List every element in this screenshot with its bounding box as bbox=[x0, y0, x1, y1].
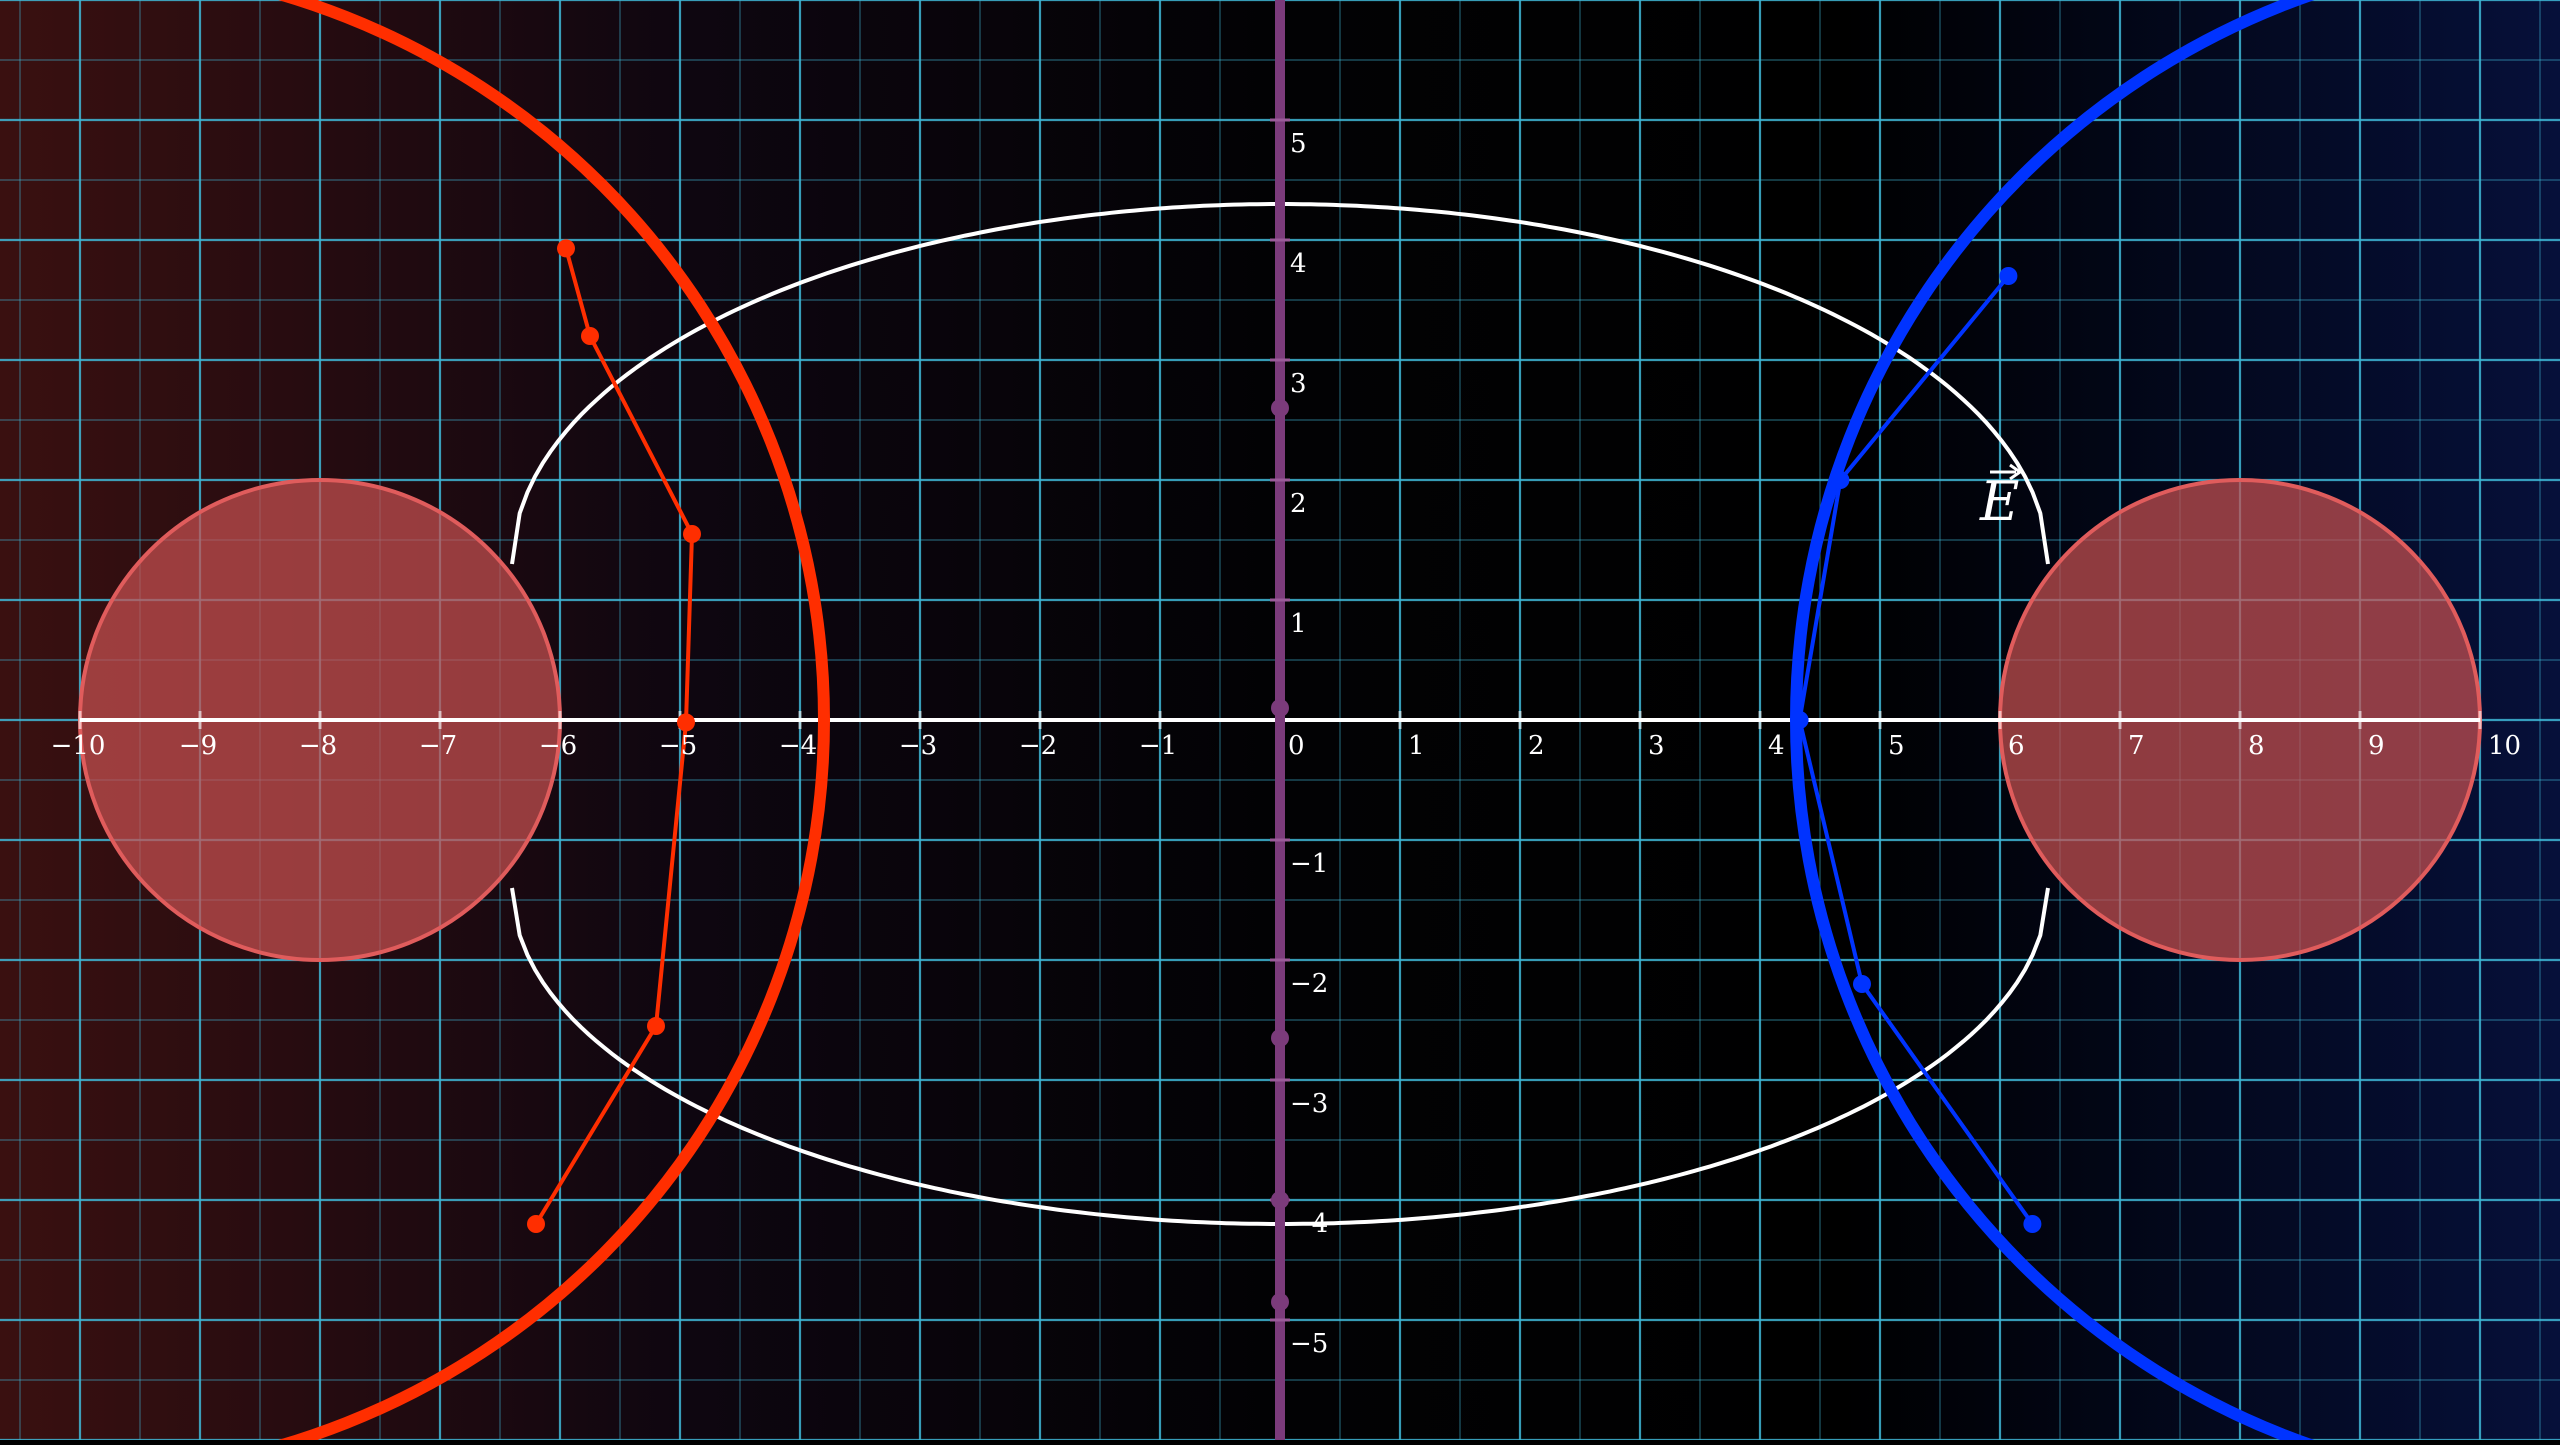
vector-arrow-icon bbox=[1990, 463, 2023, 481]
y-tick-label: 1 bbox=[1290, 609, 1307, 639]
field-label-text: E bbox=[1979, 470, 2019, 533]
y-tick-label: −3 bbox=[1290, 1089, 1328, 1119]
x-tick-label: −4 bbox=[779, 731, 817, 761]
x-tick-label: −2 bbox=[1019, 731, 1057, 761]
y-axis-point bbox=[1271, 1191, 1289, 1209]
x-tick-label: 4 bbox=[1768, 731, 1785, 761]
x-tick-label: −1 bbox=[1139, 731, 1177, 761]
x-tick-label: 5 bbox=[1888, 731, 1905, 761]
right-curve-point bbox=[2023, 1215, 2042, 1233]
x-tick-label: 1 bbox=[1408, 731, 1425, 761]
right-curve-point bbox=[1853, 975, 1871, 993]
y-axis-point bbox=[1271, 399, 1289, 417]
y-tick-label: −2 bbox=[1290, 969, 1328, 999]
left-curve-point bbox=[677, 713, 695, 732]
y-axis-point bbox=[1271, 699, 1289, 717]
y-tick-label: 3 bbox=[1290, 369, 1307, 399]
x-tick-label: −10 bbox=[51, 731, 106, 761]
left-curve-point bbox=[683, 525, 701, 543]
marked-points bbox=[527, 239, 2042, 1233]
left-wave-curve bbox=[259, 0, 830, 1445]
x-tick-label: 6 bbox=[2008, 731, 2025, 761]
left-point-path bbox=[534, 247, 695, 1226]
left-curve-point bbox=[647, 1017, 665, 1035]
y-tick-label: 5 bbox=[1290, 129, 1307, 159]
x-tick-label: −5 bbox=[659, 731, 697, 761]
y-tick-label: 2 bbox=[1290, 489, 1307, 519]
right-curve-point bbox=[1831, 471, 1850, 489]
left-curve-point bbox=[557, 239, 575, 258]
x-tick-label: −9 bbox=[179, 731, 217, 761]
y-tick-label: −5 bbox=[1290, 1329, 1328, 1359]
x-tick-label: −3 bbox=[899, 731, 937, 761]
left-curve-point bbox=[581, 327, 599, 345]
y-tick-label: −4 bbox=[1290, 1209, 1328, 1239]
y-axis-point bbox=[1271, 1029, 1289, 1047]
x-tick-label: 9 bbox=[2368, 731, 2385, 761]
right-curve-point bbox=[1790, 711, 1809, 729]
right-curve-point bbox=[1999, 267, 2018, 285]
y-axis-point bbox=[1271, 1293, 1289, 1311]
x-tick-label: −6 bbox=[539, 731, 577, 761]
x-tick-label: 8 bbox=[2248, 731, 2265, 761]
left-curve-point bbox=[527, 1215, 545, 1233]
field-label: E bbox=[1979, 463, 2023, 533]
x-tick-label: 7 bbox=[2128, 731, 2145, 761]
y-tick-label: −1 bbox=[1290, 849, 1328, 879]
x-tick-label: −7 bbox=[419, 731, 457, 761]
x-tick-label: 10 bbox=[2488, 731, 2521, 761]
x-tick-label: 3 bbox=[1648, 731, 1665, 761]
x-tick-label: 2 bbox=[1528, 731, 1545, 761]
x-tick-label: −8 bbox=[299, 731, 337, 761]
vertical-line bbox=[1270, 0, 1290, 1440]
x-tick-label: 0 bbox=[1288, 731, 1305, 761]
y-tick-label: 4 bbox=[1290, 249, 1307, 279]
